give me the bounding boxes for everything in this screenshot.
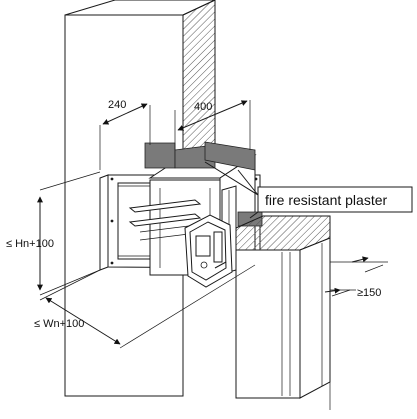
- dimension-offset-label: ≥150: [357, 287, 381, 299]
- actuator-mechanism: [184, 214, 233, 288]
- fire-resistant-plaster: [144, 141, 263, 227]
- dimension-width: ≤ Wn+100: [34, 264, 256, 349]
- dimension-400: 400: [174, 100, 251, 150]
- callout-box: [257, 186, 413, 213]
- callout-label: fire resistant plaster: [265, 192, 387, 208]
- dimension-400-label: 400: [194, 101, 212, 113]
- dimension-240-label: 240: [108, 99, 126, 111]
- dimension-width-label: ≤ Wn+100: [34, 318, 84, 330]
- dimension-height-label: ≤ Hn+100: [6, 238, 54, 250]
- callout-plaster: fire resistant plaster: [204, 161, 413, 219]
- dimension-height: ≤ Hn+100: [6, 171, 101, 296]
- dimension-offset: ≥150: [324, 256, 388, 299]
- dimension-240: 240: [99, 99, 151, 170]
- partition-wall: [235, 215, 331, 410]
